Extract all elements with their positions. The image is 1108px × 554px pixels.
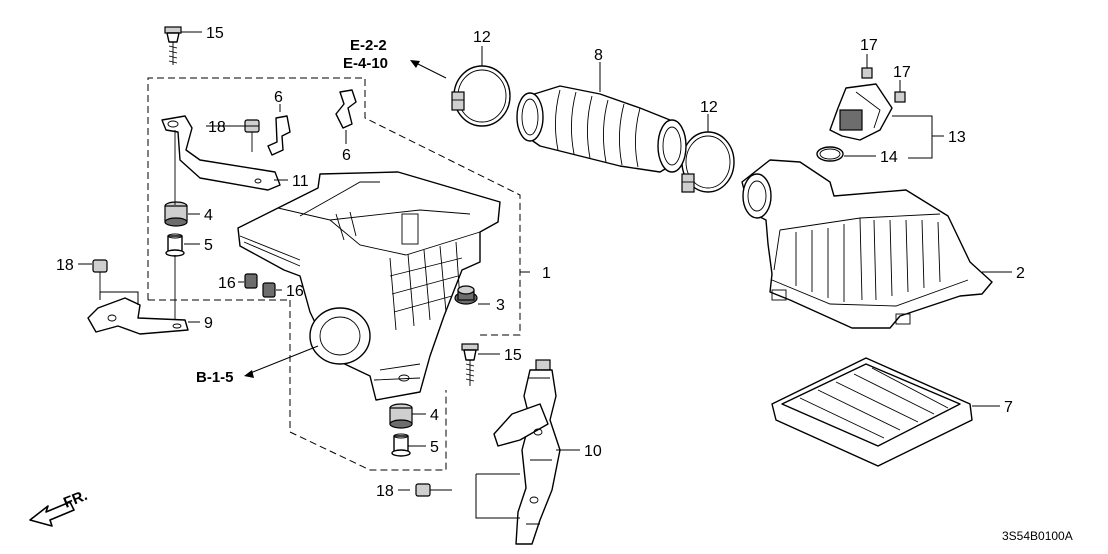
mount-rubber-upper — [164, 201, 188, 227]
callout-13: 13 — [948, 129, 966, 146]
callout-16-left: 16 — [218, 275, 236, 292]
leader-lines — [78, 31, 1012, 491]
callout-5-lower: 5 — [430, 439, 439, 456]
callout-labels: 1 2 3 4 4 5 5 6 6 7 8 9 10 11 12 12 13 1… — [56, 25, 1025, 500]
callout-7: 7 — [1004, 399, 1013, 416]
bolt-upper-left — [244, 119, 260, 152]
mount-rubber-lower — [389, 403, 413, 429]
callout-16-right: 16 — [286, 283, 304, 300]
callout-12-right: 12 — [700, 99, 718, 116]
diagram-code: 3S54B0100A — [1002, 529, 1073, 543]
callout-11: 11 — [292, 173, 309, 190]
callout-15-upper: 15 — [206, 25, 224, 42]
callout-9: 9 — [204, 315, 213, 332]
reference-e-2-2: E-2-2 — [350, 37, 387, 54]
callout-18-left: 18 — [56, 257, 74, 274]
callout-5-upper: 5 — [204, 237, 213, 254]
hose-clamp-left — [451, 65, 511, 127]
callout-4-lower: 4 — [430, 407, 439, 424]
o-ring — [816, 146, 844, 162]
reference-arrow-lower — [244, 345, 319, 378]
callout-18-lower: 18 — [376, 483, 394, 500]
callout-4-upper: 4 — [204, 207, 213, 224]
group-outlines — [147, 77, 521, 471]
callout-3: 3 — [496, 297, 505, 314]
cap-right — [262, 282, 276, 298]
collar-lower — [391, 433, 411, 457]
callout-6-lower: 6 — [342, 147, 351, 164]
grommet — [454, 285, 478, 305]
bracket-upper — [161, 115, 281, 191]
air-inlet-tube — [493, 359, 561, 545]
bracket-lower — [87, 297, 189, 335]
callout-12-left: 12 — [473, 29, 491, 46]
callout-15-lower: 15 — [504, 347, 522, 364]
flange-bolt-upper — [164, 26, 182, 65]
front-direction-arrow-icon — [29, 501, 75, 527]
air-filter-element — [771, 357, 973, 467]
callout-14: 14 — [880, 149, 898, 166]
callout-18-upper: 18 — [208, 119, 226, 136]
clip-right — [335, 89, 357, 129]
clip-left — [267, 115, 291, 156]
callout-8: 8 — [594, 47, 603, 64]
bolt-left — [92, 259, 108, 300]
cap-left — [244, 273, 258, 289]
reference-arrow-upper — [410, 60, 447, 79]
air-intake-hose — [516, 85, 687, 173]
callout-2: 2 — [1016, 265, 1025, 282]
front-label: FR. — [61, 487, 90, 512]
flange-bolt-lower — [461, 343, 479, 386]
air-cleaner-case — [237, 171, 501, 401]
bolt-lower — [415, 483, 452, 497]
callout-1: 1 — [542, 265, 551, 282]
intake-air-sensor — [829, 67, 906, 141]
collar-upper — [165, 233, 185, 257]
callout-10: 10 — [584, 443, 602, 460]
callout-17-upper: 17 — [860, 37, 878, 54]
reference-e-4-10: E-4-10 — [343, 55, 388, 72]
hose-clamp-right — [681, 131, 735, 193]
air-cleaner-cover — [741, 159, 993, 329]
callout-17-lower: 17 — [893, 64, 911, 81]
reference-b-1-5: B-1-5 — [196, 369, 234, 386]
callout-6-upper: 6 — [274, 89, 283, 106]
